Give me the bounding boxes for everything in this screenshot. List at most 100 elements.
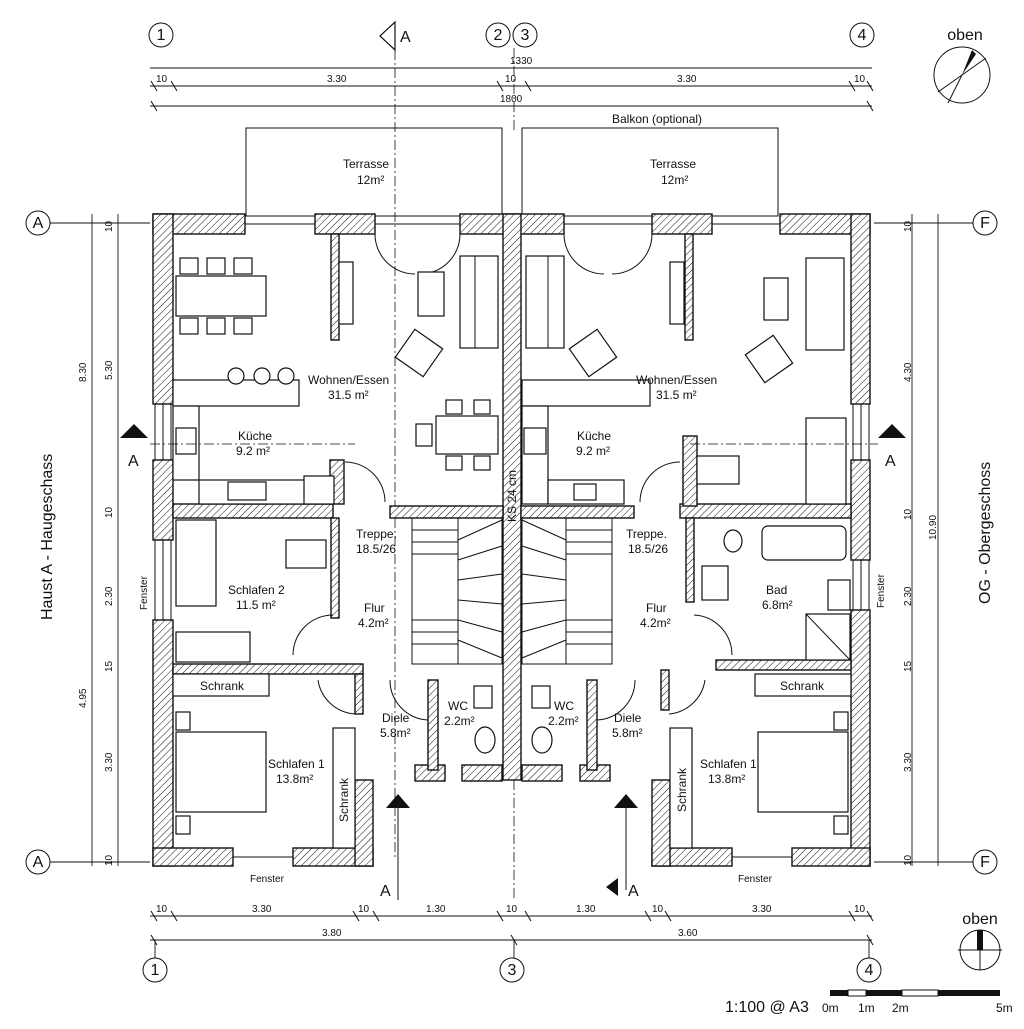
treppe-label-right: Treppe.: [626, 527, 667, 541]
stove-icon: [175, 427, 197, 455]
dim-right-outer-1: 4.30: [903, 362, 914, 382]
armchair-right-icon: [568, 328, 618, 378]
fenster-side-left: Fenster: [139, 575, 150, 610]
stairs-right-icon: [521, 517, 613, 665]
dim-left-outer-2: 4.95: [78, 688, 89, 708]
schlafen1-label-right: Schlafen 1: [700, 757, 757, 771]
flur-label-right: Flur: [646, 601, 667, 615]
wc-area-left: 2.2m²: [444, 714, 475, 728]
axis-marker-1: [148, 22, 174, 48]
right-side-annotations: F F OG - Obergeschoss 4.30 10.90 10 10 2…: [874, 210, 998, 875]
wohnen-label-right: Wohnen/Essen: [636, 373, 717, 387]
bad-area: 6.8m²: [762, 598, 793, 612]
axis-label-2: 2: [494, 27, 503, 44]
section-arrow-bottom-right-icon: [614, 794, 638, 808]
left-unit-furniture: [172, 255, 503, 849]
diele-area-right: 5.8m²: [612, 726, 643, 740]
dim-top-4: 3.30: [677, 74, 697, 85]
party-wall-label: KS 24 cm: [505, 470, 519, 522]
dim-left-6: 3.30: [104, 752, 115, 772]
schrank-vertical-left: Schrank: [337, 777, 351, 822]
compass-icon: [933, 46, 991, 104]
terraces: Balkon (optional) Terrasse 12m² Terrasse…: [245, 112, 779, 217]
toilet-left-icon: [474, 726, 496, 754]
tv-cabinet-right-icon: [669, 261, 685, 325]
dim-bottom-4: 1.30: [426, 904, 446, 915]
treppe-value-left: 18.5/26: [356, 542, 396, 556]
wc-area-right: 2.2m²: [548, 714, 579, 728]
dim-overall-lower: 1800: [500, 94, 523, 105]
bathtub-icon: [761, 525, 847, 561]
kueche-label-right: Küche: [577, 429, 611, 443]
coffee-table-right-icon: [763, 277, 789, 321]
bottom-dimensions: 10 3.30 10 1.30 10 1.30 10 3.30 10 3.80 …: [142, 904, 882, 983]
schrank-vertical-right: Schrank: [675, 767, 689, 812]
dim-right-5: 3.30: [903, 752, 914, 772]
flur-door-right: [693, 614, 733, 656]
kueche-area-left: 9.2 m²: [236, 444, 270, 458]
kueche-area-right: 9.2 m²: [576, 444, 610, 458]
wc-door-left: [389, 679, 429, 721]
toilet-right-icon: [531, 726, 553, 754]
kitchen-door-left: [344, 461, 386, 503]
doors: [292, 233, 733, 721]
washbasin-icon: [701, 565, 729, 601]
scale-bar: 1:100 @ A3 0m 1m 2m 5m: [725, 989, 1013, 1016]
schrank-label-left: Schrank: [200, 679, 245, 693]
desk-2-icon: [175, 631, 251, 663]
terrace-right: [521, 127, 779, 217]
north-label-top: oben: [947, 27, 983, 44]
dim-top-2: 3.30: [327, 74, 347, 85]
terrace-left: [245, 127, 503, 217]
axis-marker-bottom-4: [856, 957, 882, 983]
section-arrow-right-icon: [878, 424, 906, 438]
double-bed-left-icon: [175, 731, 267, 813]
diele-label-right: Diele: [614, 711, 642, 725]
armchair-icon: [394, 328, 444, 378]
axis-marker-2: [485, 22, 511, 48]
right-room-labels: Wohnen/Essen 31.5 m² Küche 9.2 m² Treppe…: [548, 373, 887, 885]
diele-label-left: Diele: [382, 711, 410, 725]
axis-label-bottom-3: 3: [508, 962, 517, 979]
dim-left-4: 2.30: [104, 586, 115, 606]
treppe-value-right: 18.5/26: [628, 542, 668, 556]
terrace-right-area: 12m²: [661, 173, 688, 187]
top-dimensions: 1330 10 3.30 10 3.30 10 1800: [150, 56, 874, 112]
kitchen-counter-icon: [172, 379, 300, 407]
desk-right-icon: [696, 455, 740, 485]
axis-label-bottom-4: 4: [865, 962, 874, 979]
section-label-left: A: [128, 453, 139, 470]
schlafen1-area-left: 13.8m²: [276, 772, 313, 786]
schlafen2-area: 11.5 m²: [236, 598, 276, 612]
section-markers: A A A A: [120, 424, 906, 900]
north-needle-icon: [962, 50, 976, 75]
axis-label-3: 3: [521, 27, 530, 44]
schlafen1-area-right: 13.8m²: [708, 772, 745, 786]
wardrobe-right-icon: [754, 673, 852, 697]
dining-table-2-icon: [435, 415, 499, 455]
dim-bottom-8: 3.30: [752, 904, 772, 915]
flur-area-left: 4.2m²: [358, 616, 389, 630]
axis-label-left-bottom: A: [33, 854, 44, 871]
dim-bottom-overall-1: 3.80: [322, 928, 342, 939]
fenster-bottom-right: Fenster: [738, 874, 773, 885]
kitchen-door-right: [639, 461, 681, 503]
top-axis-markers: 1 2 3 4 A: [148, 20, 875, 860]
scale-tick-5: 5m: [996, 1001, 1013, 1015]
section-label-bottom-right: A: [628, 883, 639, 900]
wardrobe-left-icon: [172, 673, 270, 697]
schlafen2-door: [292, 614, 334, 656]
axis-label-bottom-1: 1: [151, 962, 160, 979]
shelf-right-icon: [805, 417, 847, 505]
dim-bottom-7: 10: [652, 904, 664, 915]
wc-basin-right-icon: [531, 685, 551, 709]
north-arrow-top: oben: [933, 27, 991, 104]
dim-bottom-5: 10: [506, 904, 518, 915]
sink-icon: [227, 481, 267, 501]
dim-bottom-9: 10: [854, 904, 866, 915]
treppe-label-left: Treppe.: [356, 527, 397, 541]
wc-door-right: [596, 679, 636, 721]
flur-label-left: Flur: [364, 601, 385, 615]
sofa-icon: [459, 255, 499, 349]
